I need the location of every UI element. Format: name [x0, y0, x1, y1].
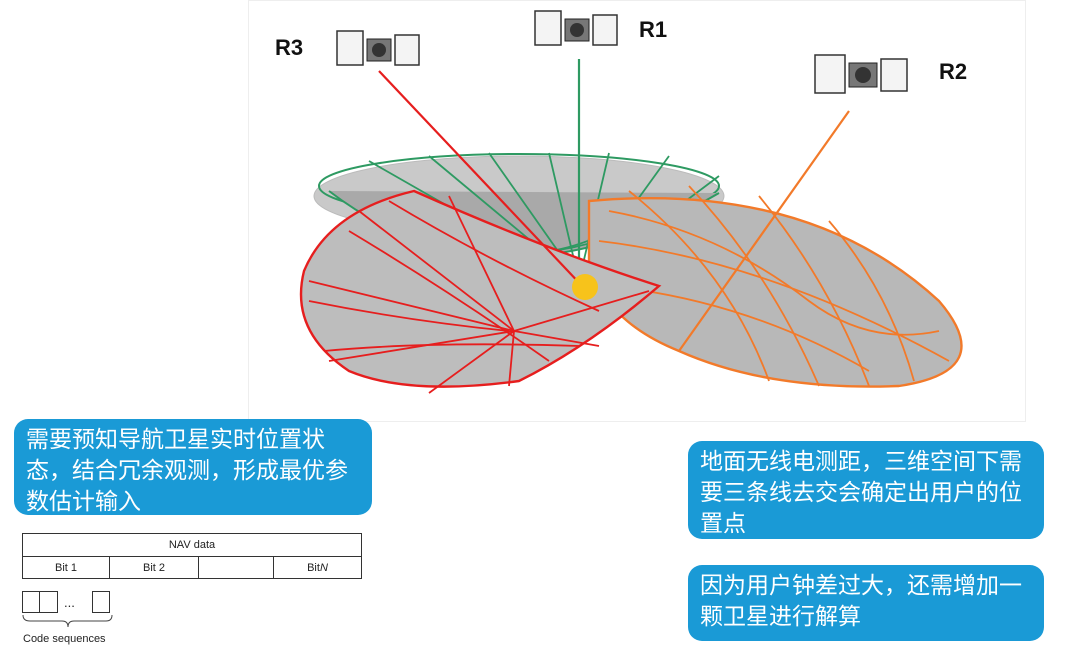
satellite-label-r2: R2	[939, 59, 968, 84]
nav-bit-n: Bit N	[273, 556, 362, 579]
user-position-point	[572, 274, 598, 300]
nav-bit-2: Bit 2	[109, 556, 199, 579]
nav-gap-line	[198, 578, 274, 579]
code-sequences-label: Code sequences	[23, 633, 106, 645]
nav-bit-1: Bit 1	[22, 556, 110, 579]
satellite-label-r3: R3	[275, 35, 304, 60]
code-brace	[22, 614, 113, 628]
r3-surface	[299, 70, 662, 394]
ranging-surfaces-svg	[299, 10, 963, 394]
satellite-r2-icon	[814, 54, 908, 94]
code-box-1	[22, 591, 40, 613]
satellite-r1-icon	[534, 10, 618, 46]
r2-surface	[587, 110, 963, 388]
callout-left: 需要预知导航卫星实时位置状态，结合冗余观测，形成最优参数估计输入	[14, 419, 372, 515]
callout-right-bottom: 因为用户钟差过大，还需增加一颗卫星进行解算	[688, 565, 1044, 641]
satellite-label-r1: R1	[639, 17, 668, 42]
satellite-r3-icon	[336, 30, 420, 66]
callout-right-top: 地面无线电测距，三维空间下需要三条线去交会确定出用户的位置点	[688, 441, 1044, 539]
code-box-2	[39, 591, 58, 613]
code-box-n	[92, 591, 110, 613]
code-ellipsis: ...	[64, 595, 75, 610]
nav-data-header: NAV data	[22, 533, 362, 557]
ranging-figure: R3 R1 R2	[248, 0, 1026, 422]
